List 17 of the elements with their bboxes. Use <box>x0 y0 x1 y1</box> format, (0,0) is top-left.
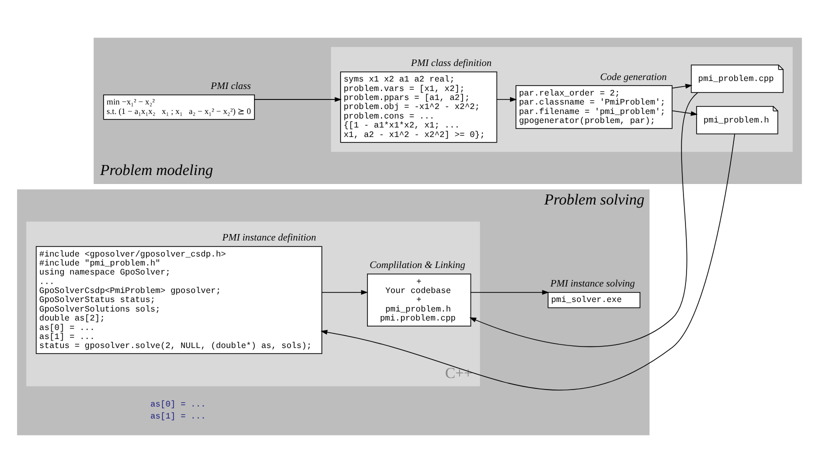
arrow <box>470 290 550 295</box>
node-label: Code generation <box>600 72 667 83</box>
arrow <box>672 84 692 89</box>
label: as[0] = ... <box>150 399 206 410</box>
node-label: PMI instance definition <box>222 232 316 244</box>
node-label: Complilation & Linking <box>370 260 466 272</box>
node-label: PMI class definition <box>411 58 492 70</box>
label: as[1] = ... <box>150 412 206 422</box>
arrow <box>672 110 698 116</box>
arrow <box>496 97 517 102</box>
node-label: PMI instance solving <box>550 278 635 290</box>
arrow <box>320 134 736 390</box>
arrow <box>254 97 342 102</box>
cluster <box>331 47 793 152</box>
arrow <box>469 92 698 348</box>
node-label: PMI class <box>210 81 251 92</box>
arrow <box>321 290 368 295</box>
